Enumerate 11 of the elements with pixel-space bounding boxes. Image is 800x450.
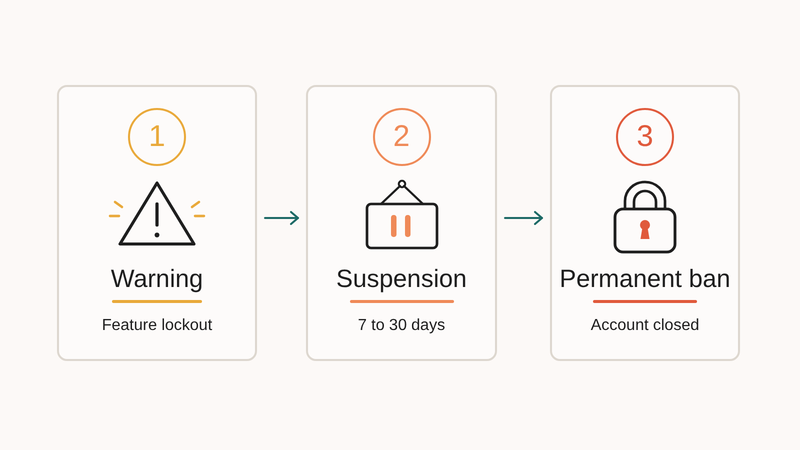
step-description: Feature lockout: [102, 316, 212, 336]
arrow: [264, 211, 299, 225]
arrow: [504, 211, 543, 225]
step-card: [306, 85, 497, 361]
step-title: Permanent ban: [560, 264, 730, 295]
step-description: Account closed: [590, 316, 700, 336]
step-description: 7 to 30 days: [358, 316, 446, 336]
step-title: Suspension: [336, 264, 467, 295]
step-card: [57, 85, 257, 361]
step-title: Warning: [110, 264, 204, 295]
step-card: [550, 85, 740, 361]
